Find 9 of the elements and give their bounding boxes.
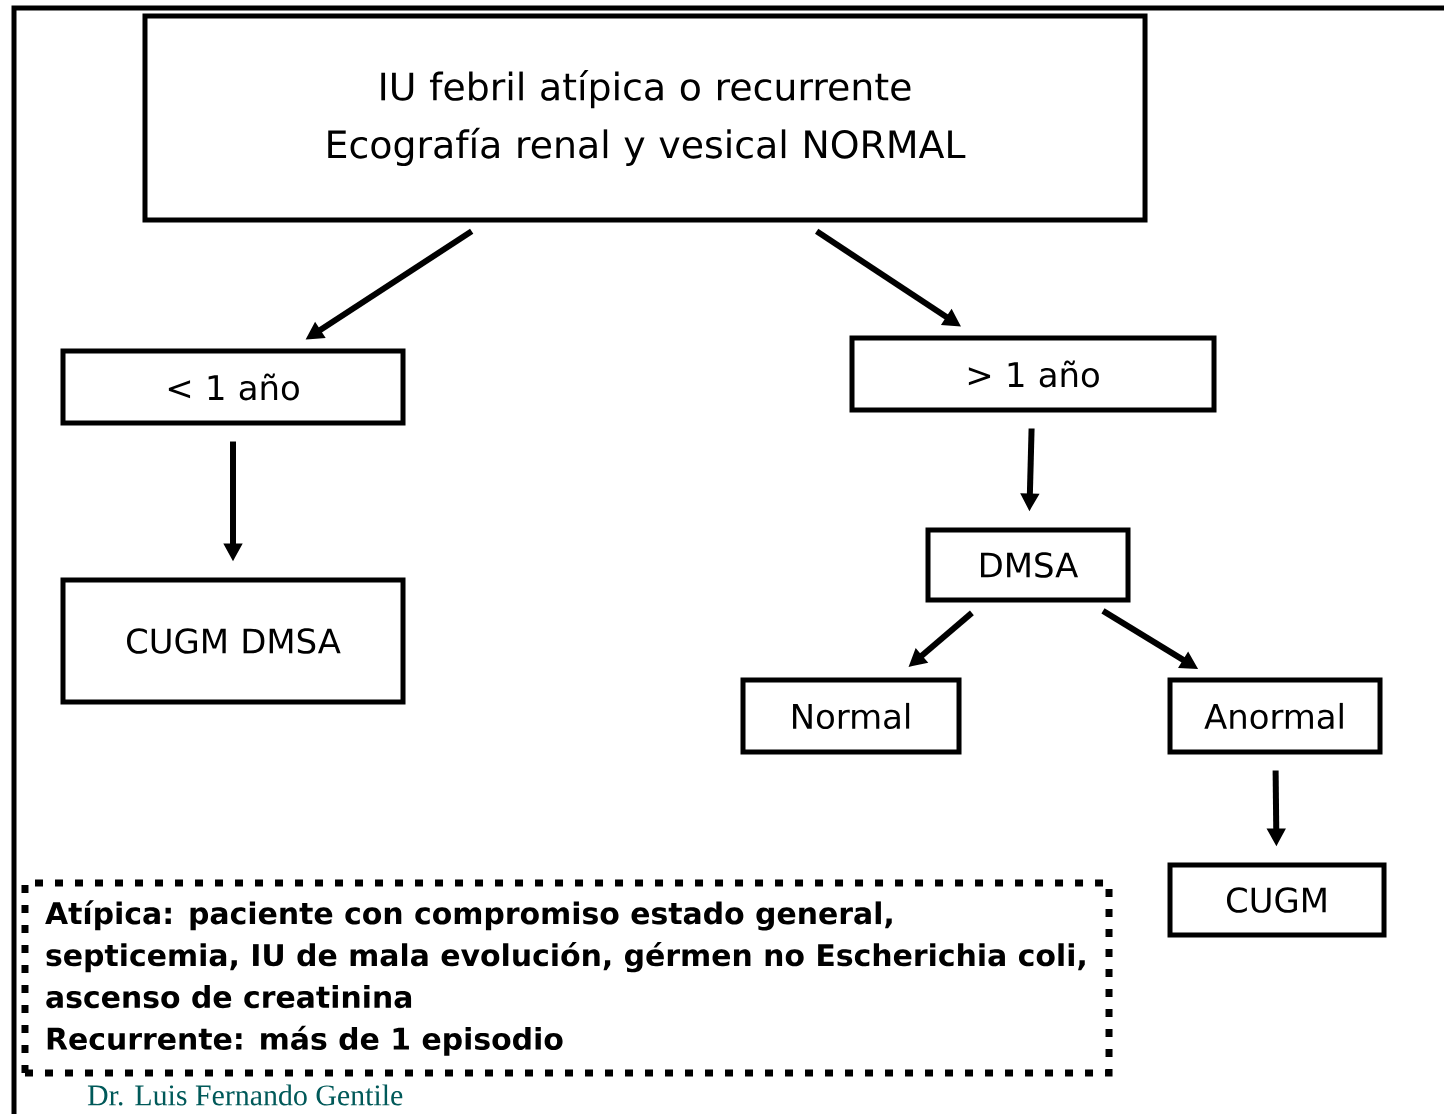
process-box: > 1 año	[849, 335, 1217, 413]
process-box: Anormal	[1167, 677, 1383, 755]
process-box: Normal	[740, 677, 962, 755]
process-box: < 1 año	[60, 348, 406, 426]
process-box: CUGM DMSA	[60, 577, 406, 705]
title-box: IU febril atípica o recurrente Ecografía renal y vesical NORMAL	[142, 13, 1148, 223]
note-box: Atípica: paciente con compromiso estado general, septicemia, IU de mala evolución, gérmen no Escherichia coli, ascenso de creatinina Recurrente: más de 1 episodio	[21, 879, 1113, 1077]
process-box: DMSA	[925, 527, 1131, 603]
process-box: CUGM	[1167, 862, 1387, 938]
